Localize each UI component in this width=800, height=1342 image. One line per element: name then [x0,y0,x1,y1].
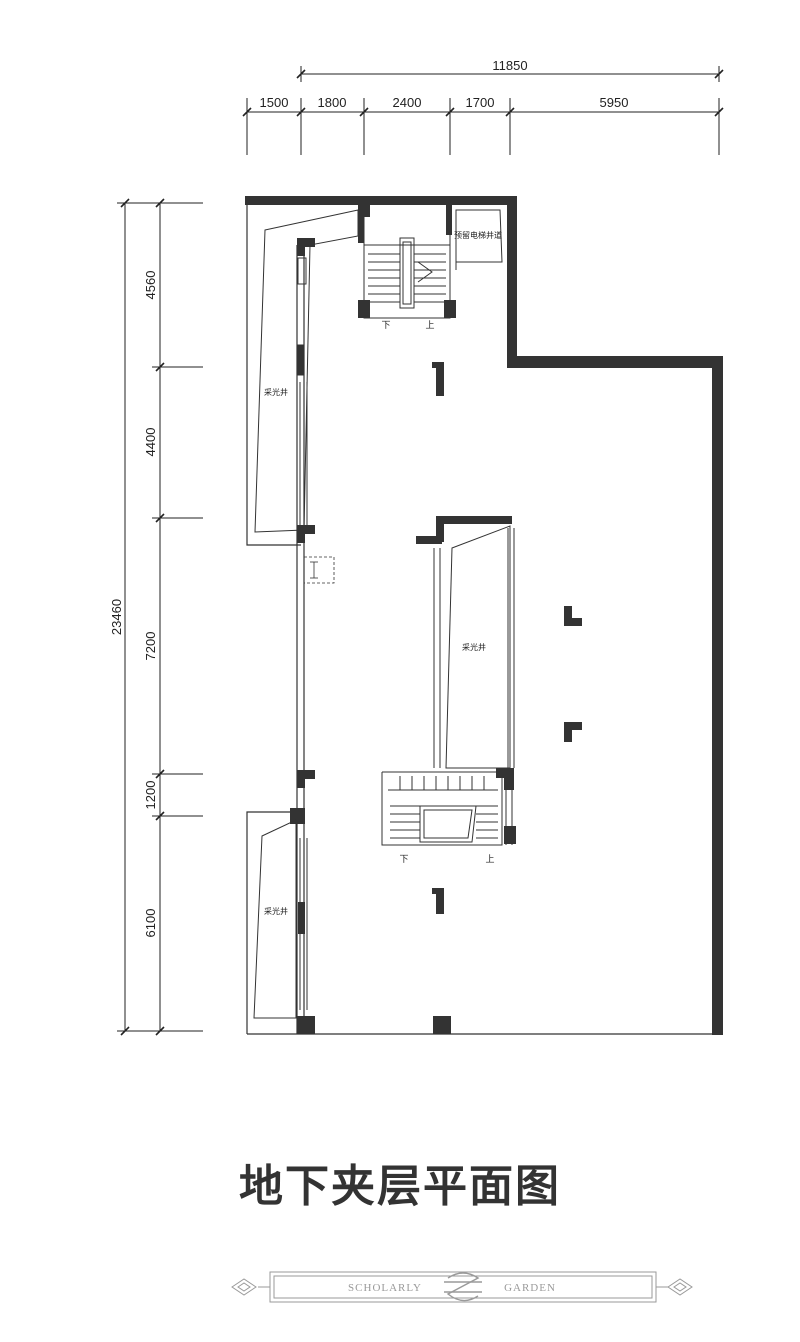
dim-left-3: 7200 [143,632,158,661]
label-elevator-shaft: 预留电梯井道 [454,230,502,240]
label-lightwell-lower: 采光井 [264,906,288,916]
lightwell-upper [254,209,359,533]
top-stair-down-label: 下 [381,321,390,331]
dim-top-1: 1500 [260,95,289,110]
brand-logo-icon [444,1272,482,1302]
label-lightwell-upper: 采光井 [264,387,288,397]
lightwell-upper-columns [297,238,315,543]
interior-columns [432,362,582,914]
brand-right-word: GARDEN [504,1282,556,1294]
dim-overall-width: 11850 [492,58,527,73]
label-lightwell-central: 采光井 [462,642,486,652]
dim-top-3: 2400 [393,95,422,110]
brand-left-word: SCHOLARLY [348,1282,422,1294]
dim-top-5: 5950 [600,95,629,110]
page-title: 地下夹层平面图 [239,1161,561,1212]
lightwell-lower-walls [297,770,315,934]
left-dimension-lines [117,198,203,1036]
lower-stair-core [381,771,513,846]
dim-left-2: 4400 [143,428,158,457]
lower-stair-up-label: 上 [485,854,494,865]
lower-stair-down-label: 下 [399,855,408,865]
dim-overall-height: 23460 [109,599,124,635]
dim-top-2: 1800 [318,95,347,110]
top-dimension-lines [242,66,724,155]
thick-walls [245,196,723,1035]
dashed-element [303,556,335,584]
top-stair-walls [358,203,456,318]
top-stair-core [363,208,451,319]
elevator-shaft [455,209,503,270]
building-outline [246,203,722,1035]
dim-left-1: 4560 [143,271,158,300]
brand-banner [231,1271,693,1303]
dim-top-4: 1700 [466,95,495,110]
top-stair-up-label: 上 [425,320,434,331]
dim-left-4: 1200 [143,781,158,810]
lightwell-central-walls [416,516,512,544]
dim-left-5: 6100 [143,909,158,938]
lower-stair-walls [496,768,516,844]
